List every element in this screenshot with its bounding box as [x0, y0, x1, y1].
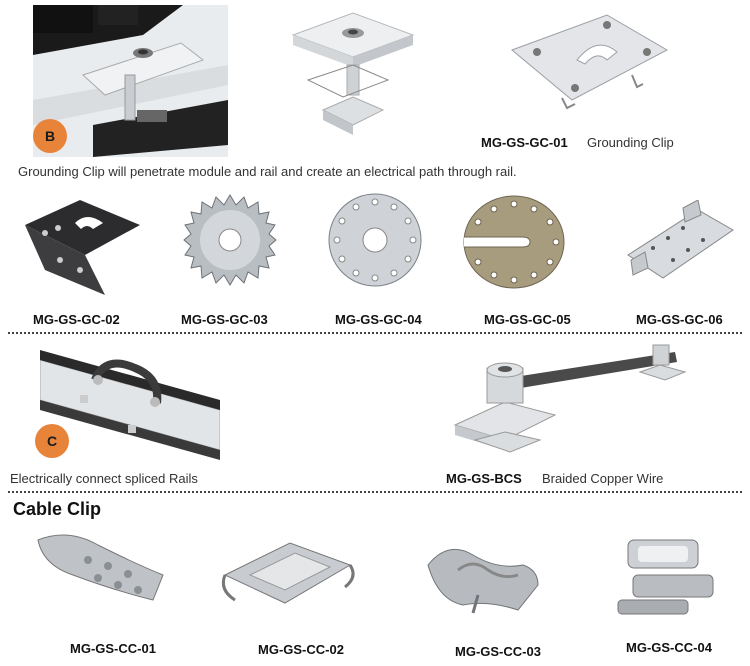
divider-2: [8, 491, 742, 493]
part-code-cc-04: MG-GS-CC-04: [626, 640, 712, 655]
cable-clip-heading: Cable Clip: [13, 499, 102, 519]
part-name-braided-copper-wire: Braided Copper Wire: [542, 471, 664, 486]
section-b-badge: B: [33, 119, 67, 153]
part-code-cc-02: MG-GS-CC-02: [258, 642, 344, 657]
grounding-clip-gc-04-image: [325, 190, 425, 290]
cable-clip-cc-03-image: [418, 535, 548, 615]
section-c-badge: C: [35, 424, 69, 458]
braided-copper-wire-image: [445, 340, 695, 460]
part-code-bcs: MG-GS-BCS: [446, 471, 522, 486]
grounding-clip-gc-01-image: [497, 10, 677, 110]
part-name-grounding-clip: Grounding Clip: [587, 135, 674, 150]
part-code-gc-03: MG-GS-GC-03: [181, 312, 268, 327]
part-code-cc-03: MG-GS-CC-03: [455, 644, 541, 659]
section-b-caption: Grounding Clip will penetrate module and…: [18, 164, 517, 179]
section-c-caption: Electrically connect spliced Rails: [10, 471, 198, 486]
divider-1: [8, 332, 742, 334]
part-code-gc-02: MG-GS-GC-02: [33, 312, 120, 327]
part-code-gc-01: MG-GS-GC-01: [481, 135, 568, 150]
cable-clip-cc-04-image: [608, 530, 728, 620]
grounding-clip-assembly-image: [283, 5, 423, 140]
grounding-clip-gc-06-image: [623, 200, 738, 290]
cable-clip-cc-02-image: [215, 535, 355, 613]
cable-clip-cc-01-image: [28, 530, 168, 610]
grounding-clip-gc-03-image: [180, 190, 280, 290]
part-code-gc-06: MG-GS-GC-06: [636, 312, 723, 327]
spliced-rails-photo: [40, 340, 220, 460]
part-code-gc-05: MG-GS-GC-05: [484, 312, 571, 327]
grounding-clip-gc-02-image: [20, 195, 140, 300]
part-code-gc-04: MG-GS-GC-04: [335, 312, 422, 327]
grounding-clip-gc-05-image: [462, 192, 567, 292]
part-code-cc-01: MG-GS-CC-01: [70, 641, 156, 656]
